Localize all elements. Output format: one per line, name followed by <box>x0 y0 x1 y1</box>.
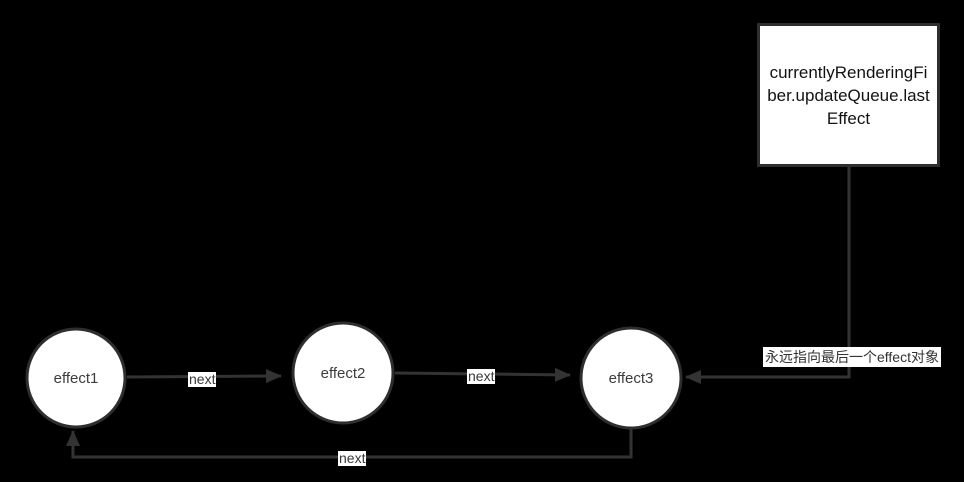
lasteffect-box-label: currentlyRenderingFiber.updateQueue.last… <box>767 62 930 128</box>
effect3-node-circle <box>579 326 683 430</box>
lasteffect-box: currentlyRenderingFiber.updateQueue.last… <box>757 23 940 167</box>
effect2-node-circle <box>291 321 395 425</box>
next-edge-label-2: next <box>467 368 496 384</box>
effect1-node-circle <box>25 327 127 429</box>
next-edge-label-1: next <box>188 371 217 387</box>
pointer-annotation-label: 永远指向最后一个effect对象 <box>763 347 941 367</box>
lasteffect-pointer-arrow <box>685 167 851 384</box>
effect1-node-label: effect1 <box>53 369 99 387</box>
effect3-node-label: effect3 <box>608 369 654 387</box>
next-edge-label-3: next <box>338 450 367 466</box>
effect2-node-label: effect2 <box>320 364 366 382</box>
